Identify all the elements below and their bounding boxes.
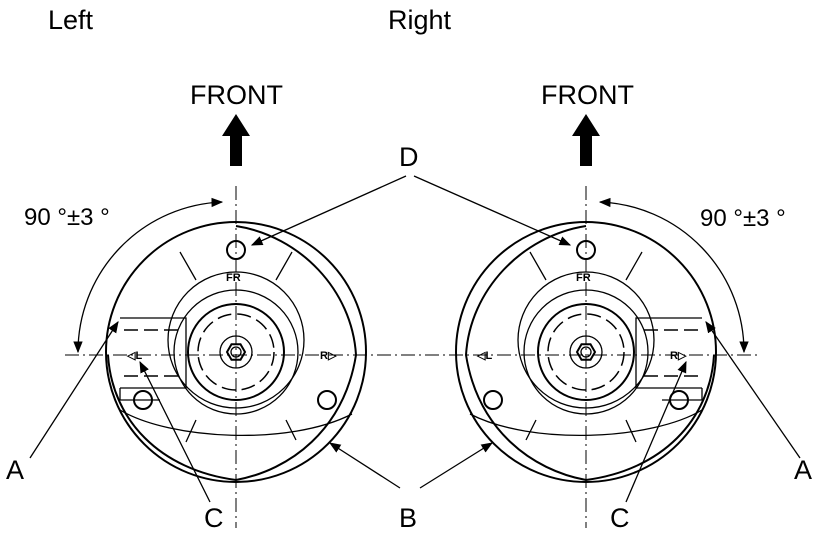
left-strut-mount: FR ◁L R▷ xyxy=(73,186,367,528)
right-rounded-triangle-outline xyxy=(464,225,715,482)
left-bolt-hole-lower-right xyxy=(317,390,337,410)
left-mark-fr: FR xyxy=(226,272,241,284)
angle-label-left: 90 °±3 ° xyxy=(24,204,110,231)
leader-c-left xyxy=(139,360,211,503)
heading-right: Right xyxy=(388,5,452,35)
front-label-right: FRONT xyxy=(541,80,634,110)
right-mark-l: ◁L xyxy=(476,350,492,362)
leader-d-left xyxy=(250,175,407,246)
left-mark-r: R▷ xyxy=(320,350,337,362)
left-angle-arc xyxy=(73,197,224,354)
right-mark-fr: FR xyxy=(576,272,591,284)
right-nut-center xyxy=(580,346,592,358)
leader-c-right xyxy=(625,360,687,503)
right-angle-arc xyxy=(598,197,749,354)
front-arrow-right-icon xyxy=(572,114,600,166)
leader-a-left xyxy=(29,321,119,459)
right-nut-icon xyxy=(575,343,597,361)
leader-d-right xyxy=(413,175,572,246)
front-label-left: FRONT xyxy=(190,80,283,110)
leader-a-right xyxy=(705,321,801,459)
front-arrow-left-icon xyxy=(222,114,250,166)
left-bolt-hole-top xyxy=(226,240,246,260)
leader-b-left xyxy=(329,442,401,489)
left-nut-icon xyxy=(225,343,247,361)
right-strut-mount: FR ◁L R▷ xyxy=(455,186,749,528)
callout-a-left: A xyxy=(6,455,24,485)
callout-c-right: C xyxy=(610,503,630,533)
left-nut-center xyxy=(230,346,242,358)
callout-b: B xyxy=(399,503,417,533)
angle-label-right: 90 °±3 ° xyxy=(700,205,786,232)
left-lower-contour xyxy=(119,409,353,437)
right-bolt-hole-lower-left xyxy=(483,390,503,410)
left-rounded-triangle-outline xyxy=(107,225,358,482)
callout-d: D xyxy=(399,142,419,172)
callout-a-right: A xyxy=(794,455,812,485)
leader-b-right xyxy=(419,442,493,489)
right-lower-contour xyxy=(469,409,703,437)
callout-c-left: C xyxy=(204,503,224,533)
right-bolt-hole-top xyxy=(576,240,596,260)
heading-left: Left xyxy=(48,5,94,35)
left-bolt-hole-lower-left xyxy=(133,390,153,410)
left-boss-dashed xyxy=(197,313,275,391)
right-mark-r: R▷ xyxy=(670,350,687,362)
left-mark-l: ◁L xyxy=(126,350,142,362)
